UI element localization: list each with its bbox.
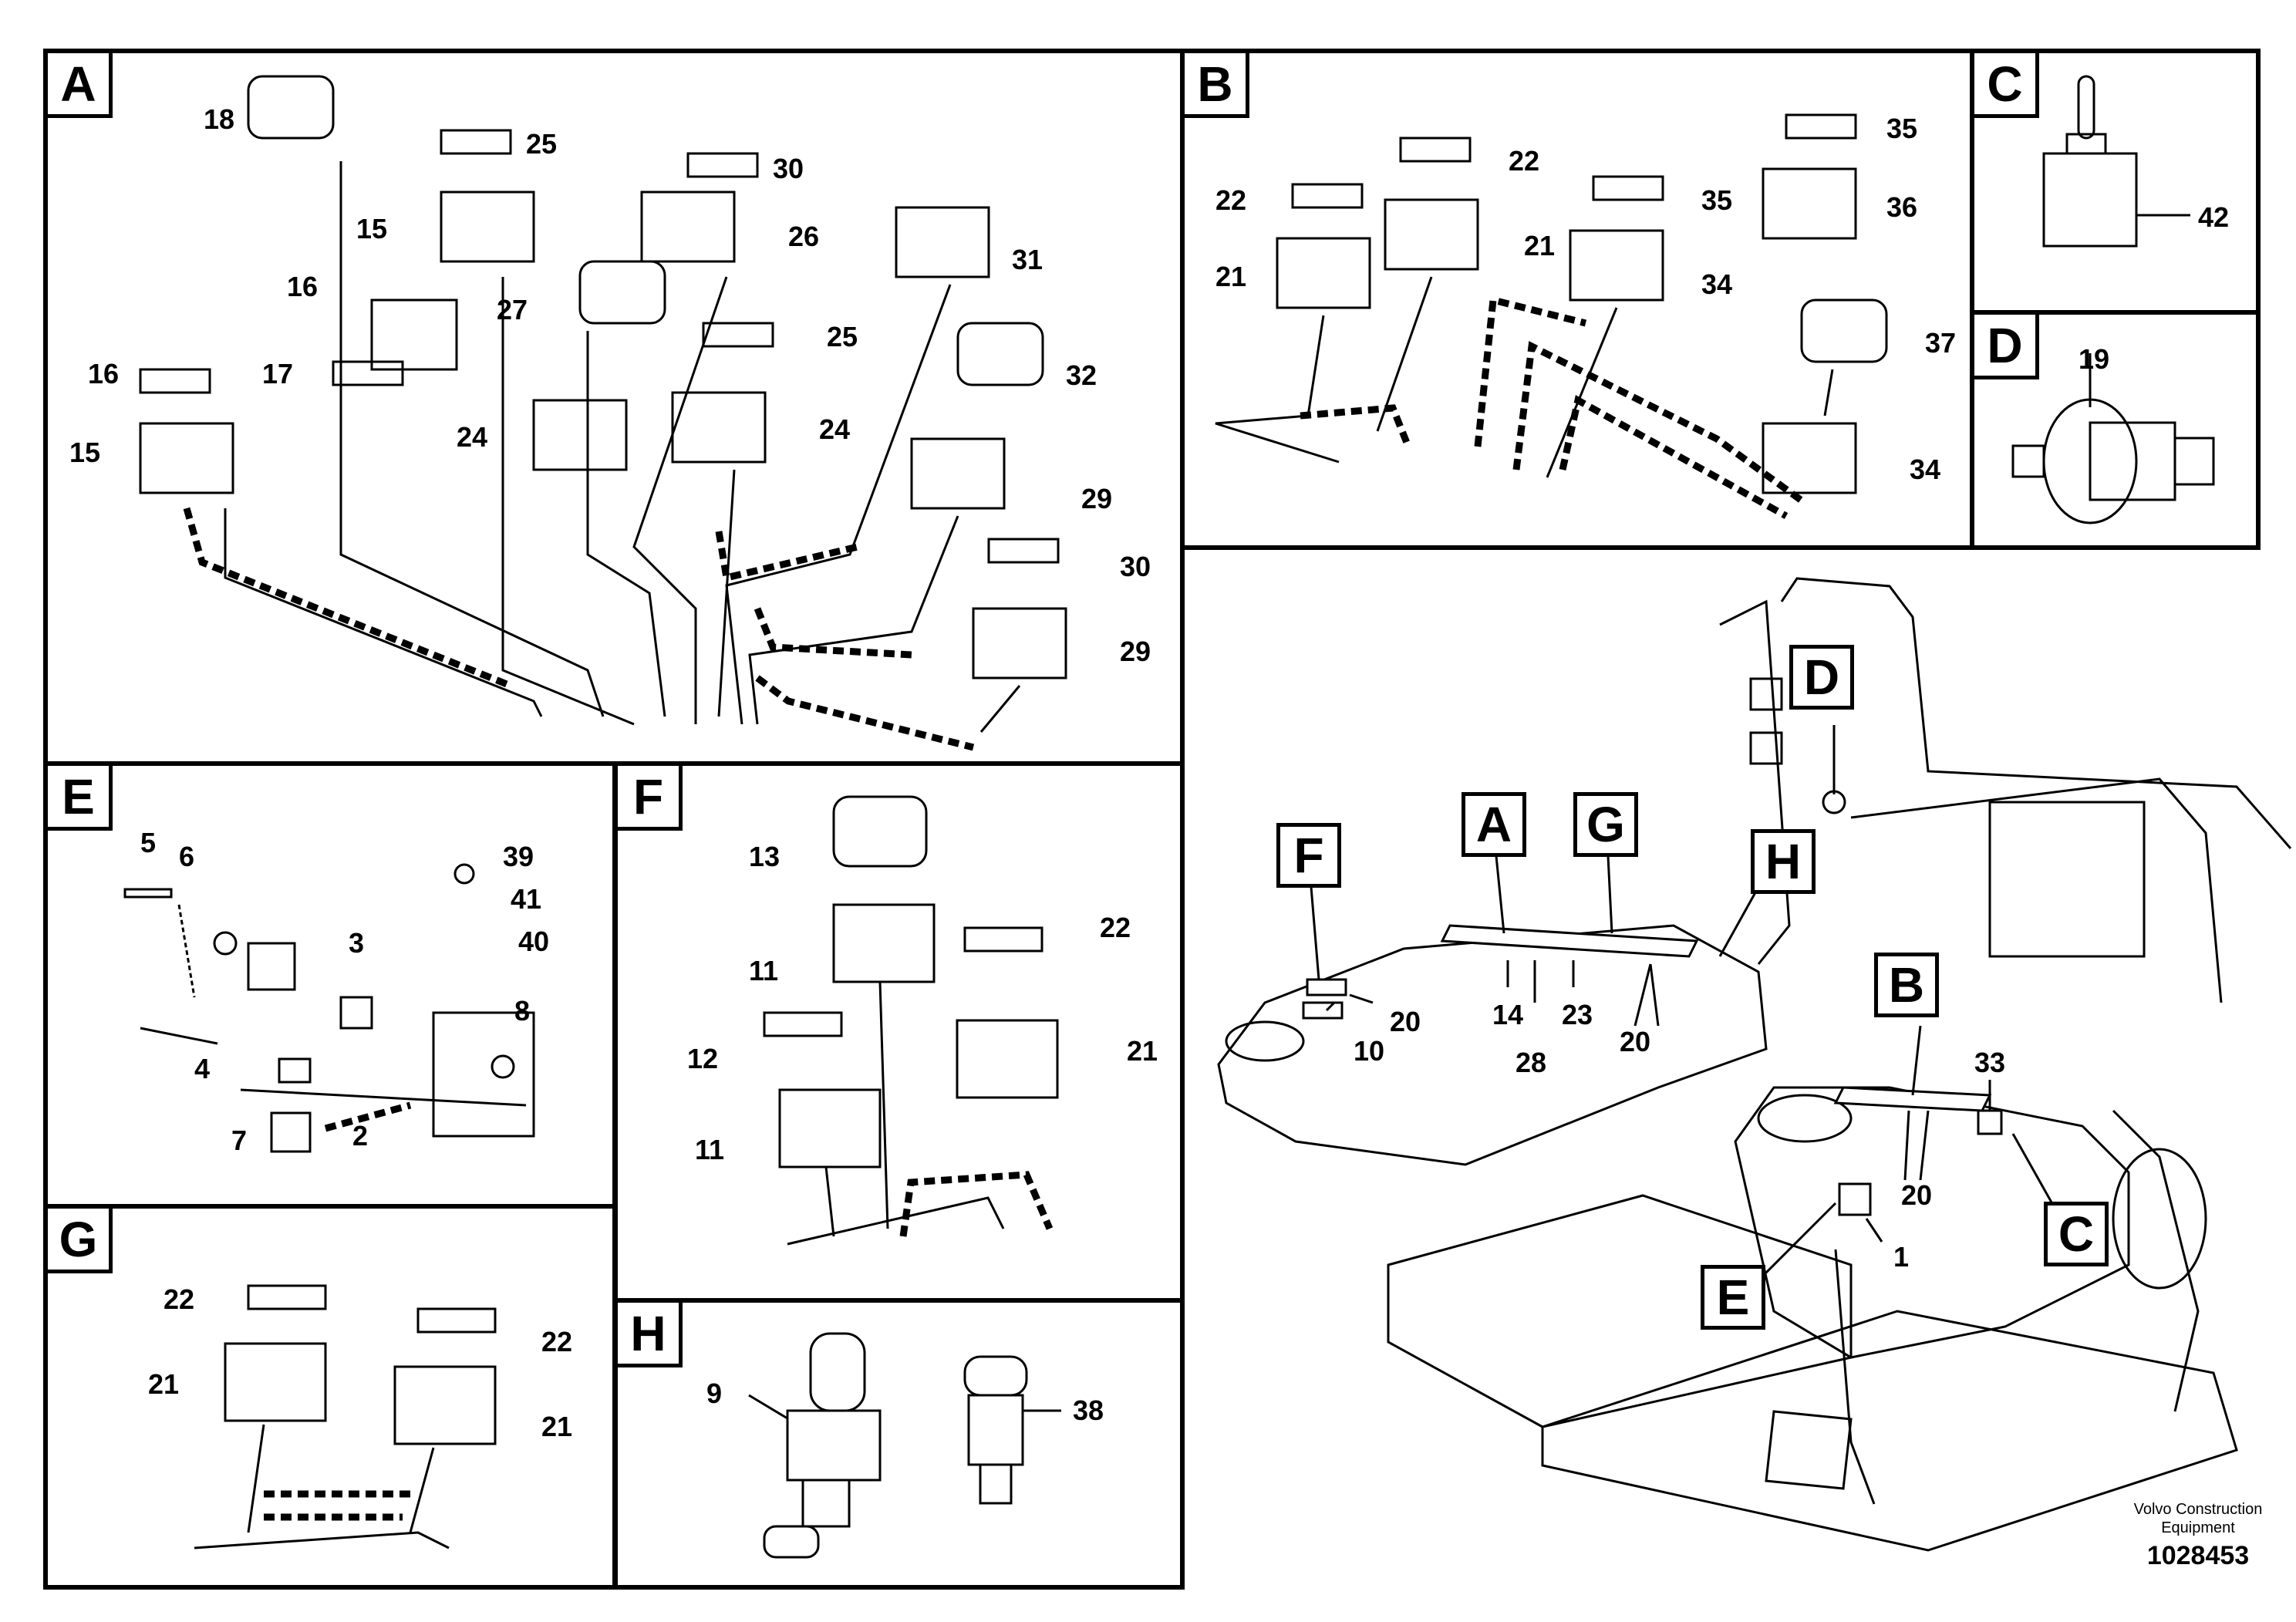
- panel-d-label: D: [1974, 315, 2039, 379]
- panel-a-label: A: [48, 53, 113, 118]
- panel-b: B 35 22 22 35 36 21 21 34 37: [1180, 49, 1974, 550]
- part-num: 25: [526, 128, 558, 160]
- part-num: 13: [749, 841, 781, 872]
- panel-b-label: B: [1185, 53, 1249, 118]
- part-num: 41: [511, 883, 542, 915]
- part-num: 22: [1215, 184, 1247, 216]
- part-num: 19: [2079, 343, 2110, 375]
- part-num: 8: [514, 995, 531, 1027]
- panel-e: E 5 6 39 41 3 40 8 4 7 2: [43, 761, 617, 1209]
- overview-callout-d: D: [1789, 645, 1854, 710]
- part-num: 21: [148, 1368, 180, 1400]
- panel-f-label: F: [618, 766, 683, 831]
- panel-c: C 42: [1970, 49, 2261, 315]
- part-num: 5: [140, 827, 157, 858]
- part-num: 26: [788, 221, 820, 252]
- part-num: 24: [819, 413, 851, 445]
- part-num: 20: [1390, 1006, 1421, 1037]
- part-num: 22: [164, 1283, 195, 1315]
- panel-h: H 9 38: [613, 1298, 1185, 1590]
- part-num: 31: [1012, 244, 1043, 275]
- panel-f: F 13 22 11 21 12 11: [613, 761, 1185, 1303]
- part-num: 1: [1893, 1241, 1910, 1273]
- panel-d: D 19: [1970, 310, 2261, 550]
- overview-callout-h: H: [1751, 829, 1816, 894]
- part-num: 30: [773, 153, 804, 184]
- panel-g: G 22 22 21 21: [43, 1204, 617, 1590]
- part-num: 18: [204, 103, 235, 135]
- overview-callout-c: C: [2044, 1202, 2109, 1266]
- part-num: 14: [1492, 999, 1524, 1030]
- part-num: 2: [352, 1120, 369, 1152]
- part-num: 35: [1886, 113, 1918, 144]
- part-num: 7: [231, 1125, 248, 1156]
- part-num: 17: [262, 358, 294, 389]
- part-num: 29: [1120, 636, 1151, 667]
- overview-callout-a: A: [1462, 792, 1526, 857]
- part-num: 21: [541, 1411, 573, 1442]
- panel-g-label: G: [48, 1209, 113, 1273]
- part-num: 24: [457, 421, 488, 453]
- part-num: 42: [2198, 201, 2230, 233]
- part-num: 11: [695, 1134, 725, 1165]
- part-num: 20: [1620, 1026, 1651, 1057]
- panel-c-label: C: [1974, 53, 2039, 118]
- panel-h-label: H: [618, 1303, 683, 1367]
- panel-f-drawing: [763, 795, 1059, 1246]
- part-num: 23: [1562, 999, 1593, 1030]
- part-num: 20: [1901, 1179, 1933, 1211]
- panel-e-drawing: [123, 863, 535, 1153]
- panel-a: A: [43, 49, 1185, 766]
- panel-c-drawing: [2042, 75, 2190, 248]
- part-num: 15: [69, 437, 101, 468]
- panel-g-drawing: [194, 1284, 497, 1549]
- part-num: 22: [1100, 912, 1131, 943]
- part-num: 29: [1081, 483, 1113, 514]
- part-num: 35: [1701, 184, 1733, 216]
- part-num: 12: [687, 1043, 719, 1074]
- part-num: 11: [749, 955, 779, 986]
- part-num: 36: [1886, 191, 1918, 223]
- part-num: 4: [194, 1053, 211, 1084]
- part-num: 34: [1701, 268, 1733, 300]
- part-num: 10: [1354, 1035, 1385, 1067]
- part-num: 40: [518, 926, 550, 957]
- part-num: 21: [1127, 1035, 1158, 1067]
- part-num: 16: [287, 271, 319, 302]
- panel-b-drawing: [1215, 113, 1888, 519]
- part-num: 3: [349, 927, 365, 959]
- overview-callout-g: G: [1573, 792, 1638, 857]
- overview-callout-e: E: [1701, 1265, 1765, 1330]
- part-num: 34: [1910, 454, 1941, 485]
- part-num: 22: [1509, 145, 1540, 177]
- company-name: Volvo Construction Equipment: [2133, 1501, 2263, 1536]
- overview-callout-b: B: [1874, 953, 1939, 1017]
- part-num: 32: [1066, 359, 1097, 391]
- panel-a-drawing: [139, 75, 1067, 751]
- overview-callout-f: F: [1276, 823, 1341, 888]
- part-num: 25: [827, 321, 858, 352]
- part-num: 28: [1515, 1047, 1547, 1078]
- part-num: 22: [541, 1326, 573, 1357]
- part-num: 27: [497, 294, 528, 325]
- part-num: 37: [1925, 327, 1957, 359]
- part-num: 9: [706, 1378, 723, 1409]
- part-num: 30: [1120, 551, 1151, 582]
- part-num: 21: [1524, 230, 1556, 261]
- part-num: 15: [356, 213, 388, 244]
- part-num: 39: [503, 841, 534, 872]
- panel-e-label: E: [48, 766, 113, 831]
- part-num: 38: [1073, 1394, 1104, 1426]
- drawing-number: 1028453: [2146, 1541, 2250, 1570]
- part-num: 33: [1974, 1047, 2006, 1078]
- part-num: 6: [179, 841, 195, 872]
- panel-h-drawing: [748, 1332, 1061, 1559]
- part-num: 21: [1215, 261, 1247, 292]
- part-num: 16: [88, 358, 120, 389]
- panel-d-drawing: [2011, 353, 2215, 524]
